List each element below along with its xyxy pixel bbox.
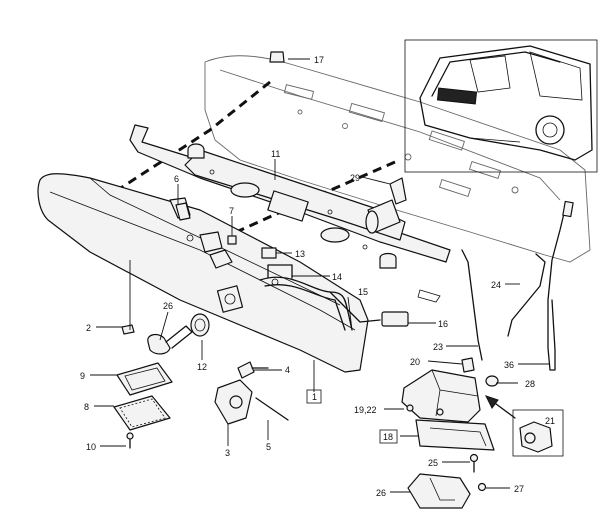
callout-labels: 17 11 29 6 7 13 14 15 16 24 23 20 36 28 … (80, 55, 555, 498)
callout-1-box (306, 389, 322, 404)
callout-27: 27 (514, 484, 524, 494)
callout-5: 5 (266, 442, 271, 452)
callout-7: 7 (229, 206, 234, 216)
callout-17: 17 (314, 55, 324, 65)
part-15-wiring-harness (259, 276, 409, 331)
callout-26-upper: 26 (163, 301, 173, 311)
callout-9: 9 (80, 371, 85, 381)
callout-12: 12 (197, 362, 207, 372)
small-parts (113, 51, 574, 509)
callout-14: 14 (332, 272, 342, 282)
callout-24: 24 (491, 280, 501, 290)
tailgate-panel-outline (204, 55, 591, 263)
callout-19-22: 19,22 (354, 405, 377, 415)
callout-23: 23 (433, 342, 443, 352)
callout-20: 20 (410, 357, 420, 367)
callout-36: 36 (504, 360, 514, 370)
callout-8: 8 (84, 402, 89, 412)
callout-21: 21 (545, 416, 555, 426)
callout-18: 18 (383, 432, 393, 442)
callout-18-box (379, 429, 398, 444)
callout-26-lower: 26 (376, 488, 386, 498)
callout-25: 25 (428, 458, 438, 468)
callout-13: 13 (295, 249, 305, 259)
callout-11: 11 (271, 149, 280, 159)
callout-3: 3 (225, 448, 230, 458)
callout-10: 10 (86, 442, 96, 452)
callout-4: 4 (285, 365, 290, 375)
callout-1: 1 (312, 392, 317, 402)
callout-16: 16 (438, 319, 448, 329)
callout-15: 15 (358, 287, 368, 297)
vehicle-inset (404, 39, 598, 173)
callout-29: 29 (350, 173, 360, 183)
callout-6: 6 (174, 174, 179, 184)
leader-lines (90, 58, 550, 493)
callout-28: 28 (525, 379, 535, 389)
callout-2: 2 (86, 323, 91, 333)
